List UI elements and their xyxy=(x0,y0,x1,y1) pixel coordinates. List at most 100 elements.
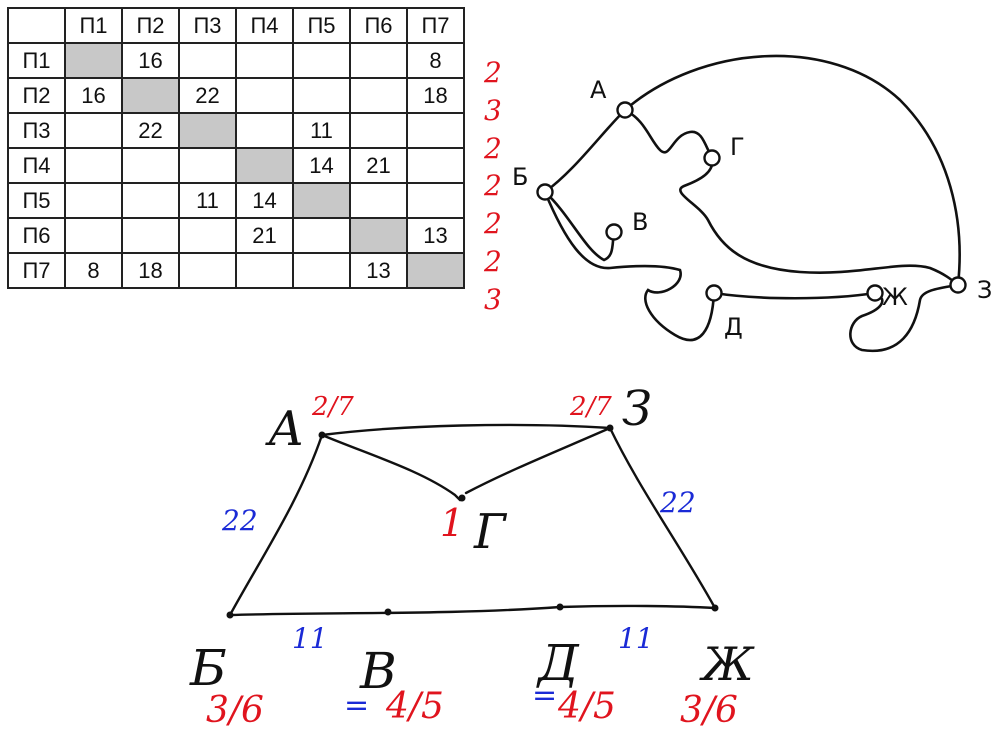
table-row: П1 16 8 xyxy=(7,42,465,79)
distance-cell xyxy=(64,147,123,184)
column-header: П7 xyxy=(406,7,465,44)
sketch-edge-b-zh xyxy=(228,604,717,617)
distance-cell xyxy=(64,217,123,254)
row-degree: 3 xyxy=(484,282,502,316)
road-graph-vertices xyxy=(536,101,967,302)
diagonal-cell xyxy=(292,182,351,219)
vertex-label-g: Г xyxy=(730,133,745,161)
distance-cell xyxy=(235,42,294,79)
row-degree: 2 xyxy=(484,245,502,278)
sketch-edge-z-zh xyxy=(608,426,717,610)
sketch-label-d: Д xyxy=(536,634,580,692)
distance-cell: 22 xyxy=(178,77,237,114)
mark-v: 4/5 xyxy=(385,686,444,727)
diagonal-cell xyxy=(235,147,294,184)
vertex-label-z: З xyxy=(977,276,992,304)
road-graph-labels: А Б В Г Д Ж З xyxy=(512,76,992,341)
hand-sketch-dots xyxy=(226,424,719,619)
eq-v: = xyxy=(344,688,369,723)
distance-cell xyxy=(292,42,351,79)
sketch-label-b: Б xyxy=(189,639,227,697)
vertex-zh xyxy=(866,284,884,302)
distance-cell: 22 xyxy=(121,112,180,149)
row-header: П3 xyxy=(7,112,66,149)
weight-a-b: 22 xyxy=(221,504,258,537)
row-degree: 2 xyxy=(484,131,502,165)
distance-cell xyxy=(235,112,294,149)
eq-d: = xyxy=(532,678,557,713)
sketch-label-a: А xyxy=(265,401,304,457)
sketch-dot-g xyxy=(458,494,466,502)
edge-g-z xyxy=(679,156,960,287)
distance-cell xyxy=(121,217,180,254)
hand-sketch-red-marks: 2/7 2/7 1 3/6 4/5 4/5 3/6 xyxy=(206,392,738,731)
distance-cell xyxy=(292,252,351,289)
vertex-b xyxy=(536,183,554,201)
vertex-z xyxy=(949,276,967,294)
distance-cell xyxy=(406,112,465,149)
distance-cell xyxy=(178,42,237,79)
column-header: П5 xyxy=(292,7,351,44)
distance-cell: 18 xyxy=(406,77,465,114)
column-header: П1 xyxy=(64,7,123,44)
mark-z: 2/7 xyxy=(569,392,612,422)
sketch-edge-a-g xyxy=(320,433,462,502)
distance-cell xyxy=(235,77,294,114)
hand-sketch-blue-weights: 22 22 11 11 = = xyxy=(221,486,696,723)
row-header: П7 xyxy=(7,252,66,289)
vertex-label-zh: Ж xyxy=(882,283,908,311)
edge-a-z xyxy=(623,54,961,287)
hand-sketch xyxy=(228,423,717,617)
sketch-dot-z xyxy=(606,424,614,432)
diagonal-cell xyxy=(178,112,237,149)
sketch-label-g: Г xyxy=(473,504,508,560)
distance-cell xyxy=(178,147,237,184)
weight-d-zh: 11 xyxy=(618,622,654,655)
distance-cell: 8 xyxy=(406,42,465,79)
distance-cell xyxy=(349,77,408,114)
sketch-edge-a-z xyxy=(320,423,612,437)
vertex-label-d: Д xyxy=(724,313,743,341)
distance-cell xyxy=(406,147,465,184)
row-header: П6 xyxy=(7,217,66,254)
distance-cell: 14 xyxy=(235,182,294,219)
row-degree: 2 xyxy=(484,207,502,241)
distance-cell: 13 xyxy=(349,252,408,289)
sketch-dot-v xyxy=(384,608,392,616)
distance-cell xyxy=(235,252,294,289)
distance-cell: 21 xyxy=(349,147,408,184)
distance-cell xyxy=(349,42,408,79)
distance-cell: 14 xyxy=(292,147,351,184)
distance-cell xyxy=(178,252,237,289)
row-degree: 3 xyxy=(484,93,502,127)
diagonal-cell xyxy=(64,42,123,79)
diagonal-cell xyxy=(121,77,180,114)
mark-b: 3/6 xyxy=(206,690,264,731)
distance-cell: 16 xyxy=(121,42,180,79)
sketch-edge-a-b xyxy=(228,433,324,617)
distance-cell xyxy=(406,182,465,219)
sketch-dot-d xyxy=(556,603,564,611)
distance-cell: 13 xyxy=(406,217,465,254)
vertex-label-b: Б xyxy=(512,163,528,191)
sketch-edge-z-g xyxy=(464,426,612,495)
row-header: П1 xyxy=(7,42,66,79)
row-header: П2 xyxy=(7,77,66,114)
row-header: П4 xyxy=(7,147,66,184)
edge-zh-z xyxy=(849,283,960,353)
column-header: П2 xyxy=(121,7,180,44)
table-corner-cell xyxy=(7,7,66,44)
hand-sketch-letters: А З Г Б В Д Ж xyxy=(189,381,755,700)
weight-b-v: 11 xyxy=(292,622,328,655)
row-degree: 2 xyxy=(484,169,502,203)
mark-g: 1 xyxy=(440,501,464,545)
sketch-dot-a xyxy=(318,431,326,439)
road-graph xyxy=(543,54,961,353)
